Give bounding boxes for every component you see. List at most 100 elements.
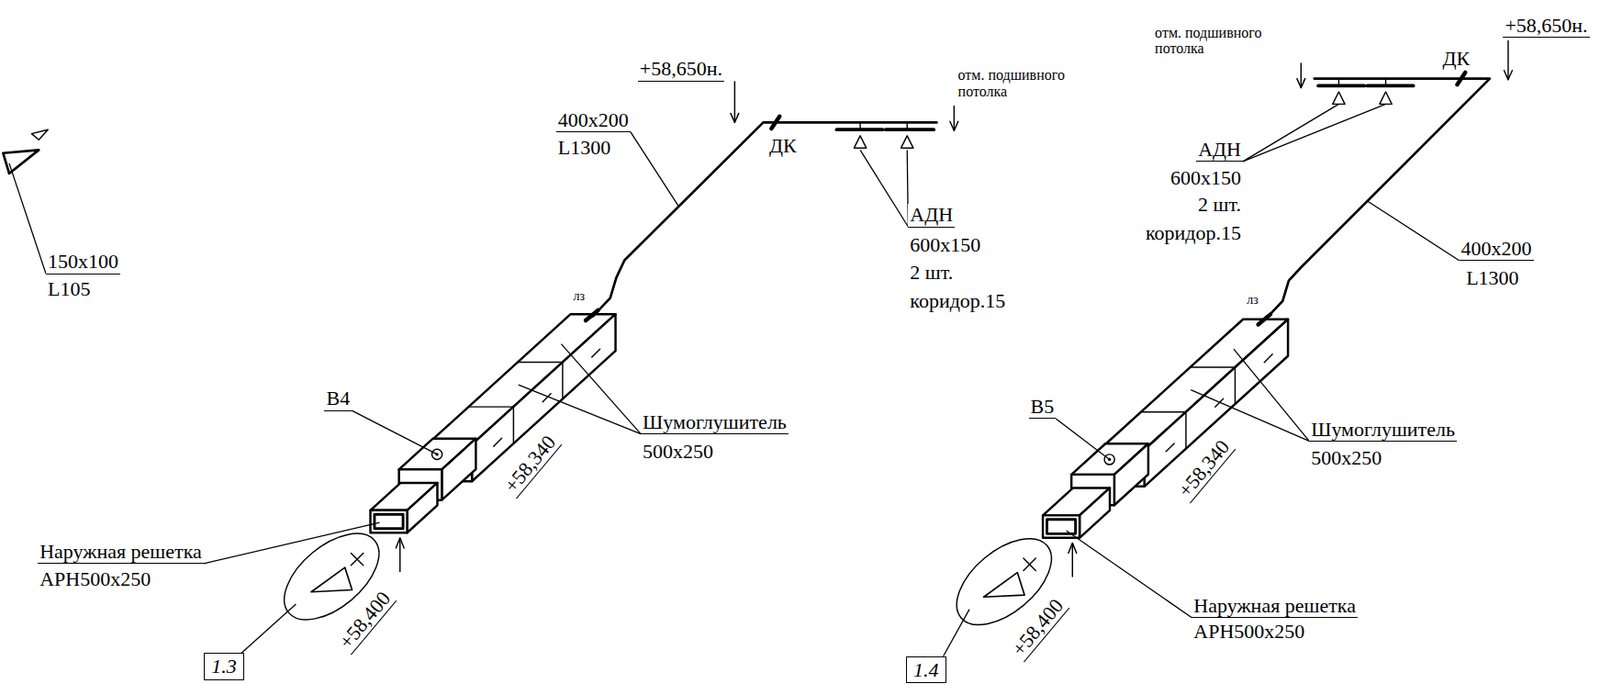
silencer-mark [1165,443,1175,452]
annotation-label: +58,650н. [637,57,725,81]
diffuser-bar [1367,83,1414,88]
detail-symbol [350,552,363,565]
detail-symbol [311,567,352,593]
diffuser-bar [1385,78,1387,87]
check-valve-mark [1456,72,1466,85]
annotation-label: 150x100 [45,250,121,274]
terminal-symbol [31,129,48,140]
callout-number: 1.3 [211,654,237,678]
grille-body [1079,487,1110,538]
silencer-joint [517,361,563,363]
diffuser-symbol [901,135,914,148]
callout-box: 1.3 [203,652,245,680]
check-valve-mark [771,116,780,129]
diffuser-symbol [1332,91,1345,104]
annotation-label: L105 [45,278,92,301]
diffuser-bar [1338,78,1340,87]
level-arrow [1072,543,1074,577]
silencer-mark [1264,354,1273,363]
level-arrow [1507,40,1509,79]
annotation-label: Шумоглушитель [1309,418,1457,442]
level-arrow [953,106,955,132]
annotation-label: 2 шт. [907,261,955,284]
annotation-label: +58,400 [334,585,398,655]
level-arrow [734,81,736,123]
annotation-label: 600x150 [1168,167,1243,190]
silencer-joint [1141,411,1187,413]
leader-line [1233,348,1310,441]
callout-number: 1.4 [913,658,940,682]
annotation-label: ДК [1441,47,1473,70]
annotation-label: Наружная решетка [37,540,204,564]
leader-line [943,609,970,657]
leader-line [203,522,381,564]
grille-body [1042,514,1080,538]
annotation-label: коридор.15 [1143,222,1243,245]
callout-box: 1.4 [906,656,947,683]
silencer-joint [1234,367,1236,404]
valve-drive [432,448,443,459]
valve-body [441,438,476,501]
leader-line [518,384,641,435]
diffuser-bar [885,127,934,132]
duct-flange [1258,313,1271,325]
detail-symbol [1023,558,1036,571]
annotation-label: 600x150 [907,234,983,257]
terminal-symbol [2,149,39,174]
annotation-label: 2 шт. [1196,193,1243,216]
annotation-label: коридор.15 [907,290,1007,313]
diffuser-bar [906,122,907,130]
leader-line [630,132,679,207]
valve-drive [1104,454,1115,465]
annotation-label: 500x250 [640,440,716,463]
level-arrow [1300,63,1302,89]
silencer-joint [1190,366,1236,368]
annotation-label: 400x200 [1459,237,1534,261]
level-arrow [730,112,739,123]
annotation-label: лз [571,289,588,303]
annotation-label: АРН500x250 [1191,620,1307,643]
detail-symbol [1023,558,1036,571]
annotation-label: отм. подшивного потолка [1152,24,1295,57]
air-duct [593,122,938,316]
leader-line [1066,530,1193,618]
detail-symbol [350,552,363,565]
annotation-label: +58,650н. [1502,14,1589,38]
air-duct [1264,78,1490,320]
level-arrow [1068,542,1077,553]
annotation-label: L1300 [1464,267,1521,290]
leader-line [1242,103,1339,161]
leader-line [9,163,46,274]
grille-body [407,482,438,533]
level-arrow [399,538,401,572]
grille-body [370,510,408,533]
leader-line [241,604,297,653]
silencer-mark [592,348,601,358]
annotation-label: Шумоглушитель [640,411,789,435]
annotation-label: АРН500x250 [37,568,153,591]
silencer-mark [493,437,503,447]
silencer-joint [468,405,514,407]
leader-line [1367,201,1460,261]
leader-line [860,149,908,227]
silencer-joint [513,406,515,444]
diffuser-symbol [853,135,866,148]
diffuser-bar [1318,83,1365,88]
annotation-label: В5 [1029,395,1057,419]
diffuser-bar [859,122,861,130]
silencer-joint [561,362,563,400]
annotation-label: АДН [907,203,955,227]
annotation-label: отм. подшивного потолка [956,67,1098,100]
grille-face [374,514,403,529]
leader-line [1055,418,1109,459]
leader-line [560,344,641,435]
diffuser-symbol [1379,91,1392,104]
valve-body [1114,443,1149,505]
leader-line [1190,390,1310,442]
level-arrow [395,537,404,549]
grille-face [1047,519,1076,535]
level-arrow [950,121,959,131]
